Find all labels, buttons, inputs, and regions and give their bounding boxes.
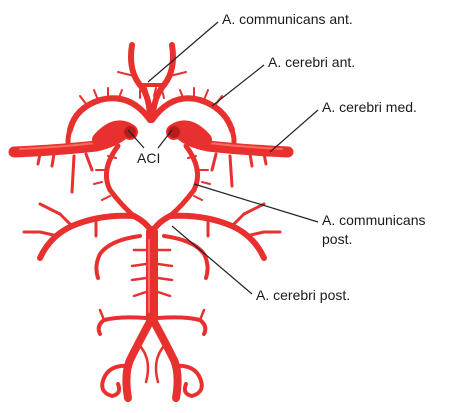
posterior-communicating-arteries [93, 143, 211, 219]
label-aci: ACI [137, 150, 160, 166]
label-cerebri-post: A. cerebri post. [256, 287, 350, 303]
posterior-cerebral-arteries [22, 202, 282, 280]
leader-aci-left [127, 129, 145, 149]
leader-comm-ant [147, 21, 219, 83]
leader-comm-post [193, 183, 319, 223]
leader-lines [127, 21, 319, 295]
label-cerebri-ant: A. cerebri ant. [268, 54, 355, 70]
leader-cerebri-ant [211, 64, 265, 107]
vertebral-arteries [100, 314, 204, 402]
basilar-artery [130, 213, 174, 324]
aci-right-opening [168, 126, 180, 138]
leader-cerebri-post [171, 225, 253, 295]
anterior-arch [67, 87, 235, 133]
labels: A. communicans ant. A. cerebri ant. A. c… [137, 11, 425, 303]
leader-cerebri-med [269, 109, 319, 153]
leader-aci-right [157, 129, 173, 149]
anterior-inferior-cerebellar-arteries [96, 308, 208, 336]
label-cerebri-med: A. cerebri med. [322, 99, 417, 115]
label-communicans-post-line2: post. [322, 231, 352, 247]
label-communicans-ant: A. communicans ant. [222, 11, 353, 27]
anterior-cerebral-arteries [117, 42, 187, 123]
internal-carotid-arteries [92, 120, 212, 148]
label-communicans-post-line1: A. communicans [322, 212, 425, 228]
